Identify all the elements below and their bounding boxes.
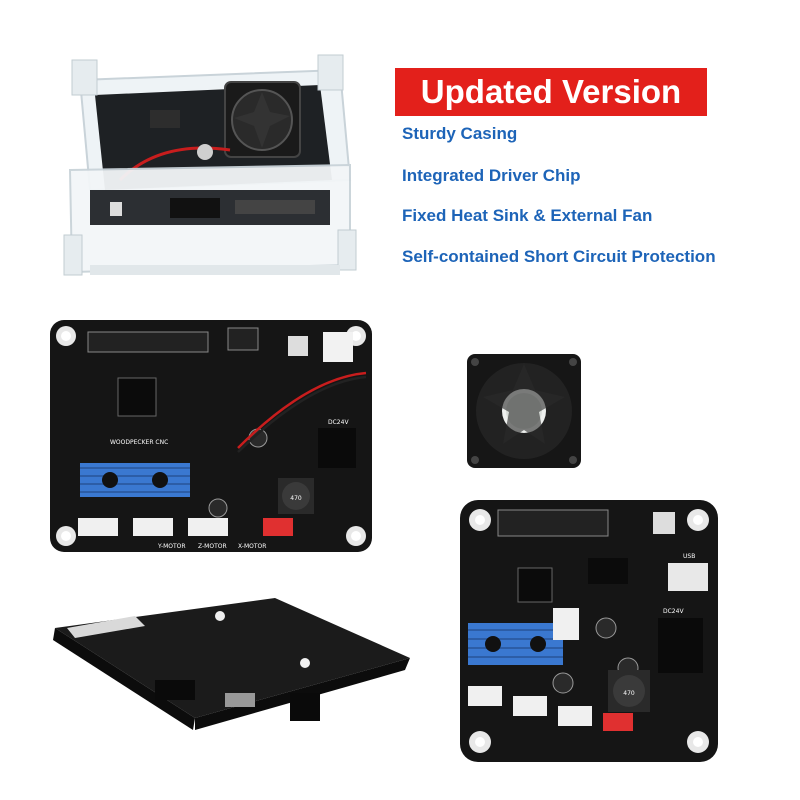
external-fan-photo: [467, 354, 581, 468]
power-label: DC24V: [328, 419, 349, 426]
acrylic-case-photo: [63, 54, 357, 276]
angled-board-photo: 470 USB DC24V: [460, 500, 718, 762]
motor-label-z: Z-MOTOR: [198, 543, 227, 550]
feature-short-circuit-protection: Self-contained Short Circuit Protection: [402, 247, 716, 266]
feature-driver-chip: Integrated Driver Chip: [402, 166, 581, 185]
power-label-2: DC24V: [663, 608, 684, 615]
controller-board-photo: 470 Z-MOTOR Y-MOTOR X-MOTOR DC24V WOODPE…: [50, 320, 372, 552]
board-underside-photo: [53, 598, 410, 730]
inductor-label-2: 470: [623, 690, 635, 697]
feature-heat-sink-fan: Fixed Heat Sink & External Fan: [402, 206, 653, 225]
feature-sturdy-casing: Sturdy Casing: [402, 124, 518, 143]
motor-label-y: Y-MOTOR: [157, 543, 186, 550]
updated-version-banner: Updated Version: [395, 68, 707, 116]
usb-label: USB: [683, 553, 695, 560]
inductor-label: 470: [290, 495, 302, 502]
motor-label-x: X-MOTOR: [238, 543, 266, 550]
board-name-label: WOODPECKER CNC: [110, 439, 168, 446]
